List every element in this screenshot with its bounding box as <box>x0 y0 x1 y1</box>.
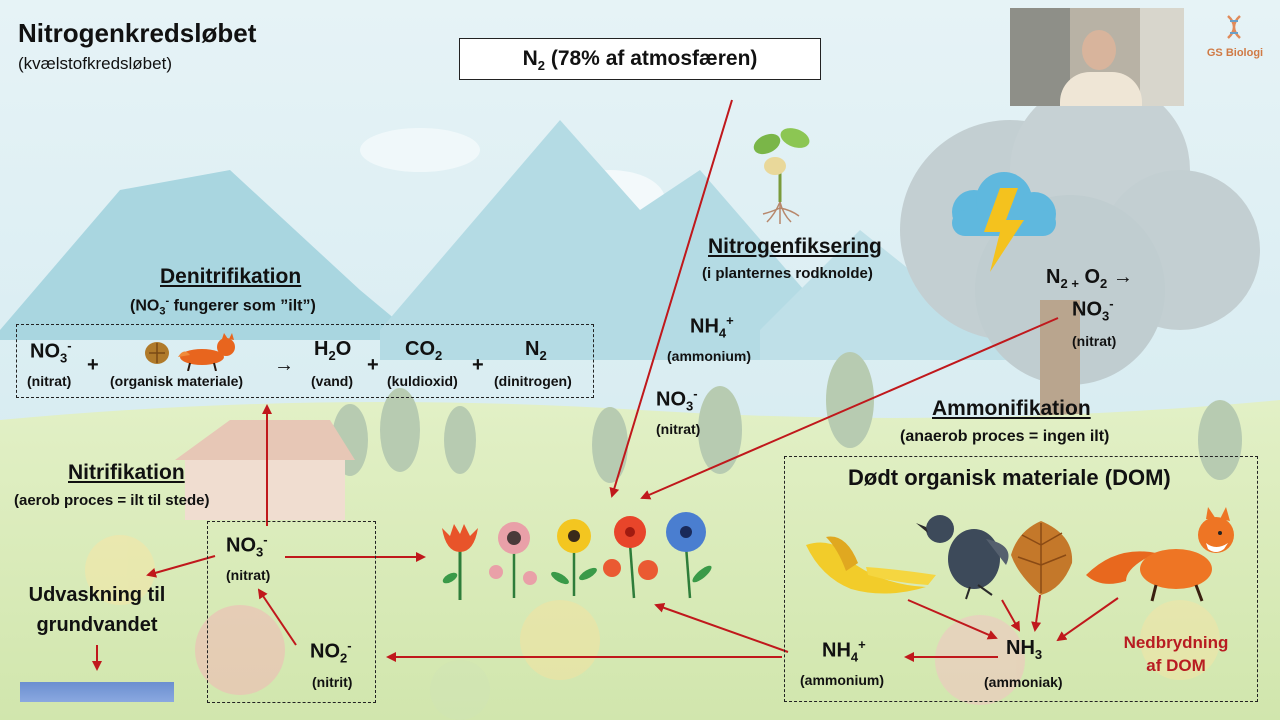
ammonium-top-label: (ammonium) <box>667 348 751 364</box>
lightning-cloud-icon <box>952 172 1056 272</box>
sprout-icon <box>753 128 810 224</box>
denitrification-box <box>16 324 594 398</box>
co2-formula: CO2 <box>405 338 443 363</box>
ammonia-formula: NH3 <box>1006 637 1043 662</box>
lightning-product: NO3- <box>1072 296 1114 324</box>
ammonium-top-formula: NH4+ <box>690 313 734 341</box>
nitrification-box <box>207 521 376 703</box>
nitrification-heading: Nitrifikation <box>68 461 185 484</box>
denitrification-plus-3: + <box>472 354 484 376</box>
leaching-line-1: Udvaskning til <box>28 584 166 606</box>
lightning-product-label: (nitrat) <box>1072 333 1117 349</box>
fox-icon <box>1086 507 1234 602</box>
nitrification-nitrate-label: (nitrat) <box>226 567 271 583</box>
n2-formula: N2 <box>525 338 547 363</box>
nitrogen-fixation-heading: Nitrogenfiksering <box>708 235 882 258</box>
flower-blue-icon <box>666 512 712 599</box>
nitrite-formula: NO2- <box>310 638 352 666</box>
denitrification-nitrate-formula: NO3- <box>30 338 72 366</box>
atmosphere-label: N2 (78% af atmosfæren) <box>522 47 758 74</box>
flower-pink-icon <box>489 522 537 598</box>
dead-bird-icon <box>916 515 1009 600</box>
water-formula: H2O <box>314 338 352 363</box>
logo: GS Biologi <box>1196 12 1274 70</box>
n2-label: (dinitrogen) <box>494 373 572 389</box>
co2-label: (kuldioxid) <box>387 373 458 389</box>
lightning-equation: N2 + O2 → <box>1046 266 1133 291</box>
denitrification-plus-2: + <box>367 354 379 376</box>
denitrification-subtitle: (NO3- fungerer som ”ilt”) <box>130 295 316 318</box>
groundwater-bar <box>20 682 174 702</box>
nitrogen-fixation-subtitle: (i planternes rodknolde) <box>702 265 873 282</box>
nitrate-top-label: (nitrat) <box>656 421 701 437</box>
breakdown-line-2: af DOM <box>1146 656 1206 675</box>
denitrification-arrow: → <box>274 354 294 376</box>
logo-text: GS Biologi <box>1206 47 1264 59</box>
nitrate-top-formula: NO3- <box>656 386 698 414</box>
flower-tulip-icon <box>442 524 478 600</box>
banana-peel-icon <box>806 536 936 594</box>
dna-icon <box>1227 15 1241 39</box>
flower-red-icon <box>603 516 658 599</box>
nitrification-nitrate-formula: NO3- <box>226 532 268 560</box>
ammonium-label: (ammonium) <box>800 672 884 688</box>
nitrification-subtitle: (aerob proces = ilt til stede) <box>14 492 210 509</box>
ammonification-subtitle: (anaerob proces = ingen ilt) <box>900 428 1110 445</box>
dead-leaf-icon <box>1011 521 1073 595</box>
organic-material-icon <box>145 333 235 371</box>
ammonia-label: (ammoniak) <box>984 674 1063 690</box>
page-title: Nitrogenkredsløbet <box>18 18 257 48</box>
webcam-thumbnail <box>1010 8 1184 106</box>
nitrite-label: (nitrit) <box>312 674 353 690</box>
ammonification-heading: Ammonifikation <box>932 397 1091 420</box>
dom-title: Dødt organisk materiale (DOM) <box>848 465 1171 490</box>
water-label: (vand) <box>311 373 353 389</box>
plants-flowers-icon <box>442 512 712 600</box>
flower-yellow-icon <box>551 519 597 596</box>
dead-organic-matter-icons <box>806 507 1234 602</box>
organic-material-label: (organisk materiale) <box>110 373 244 389</box>
page-subtitle: (kvælstofkredsløbet) <box>18 54 172 73</box>
atmosphere-box: N2 (78% af atmosfæren) <box>459 38 821 80</box>
denitrification-heading: Denitrifikation <box>160 265 302 288</box>
ammonium-formula: NH4+ <box>822 637 866 665</box>
denitrification-nitrate-label: (nitrat) <box>27 373 72 389</box>
denitrification-plus-1: + <box>87 354 99 376</box>
breakdown-line-1: Nedbrydning <box>1123 633 1229 652</box>
leaching-line-2: grundvandet <box>36 614 158 636</box>
